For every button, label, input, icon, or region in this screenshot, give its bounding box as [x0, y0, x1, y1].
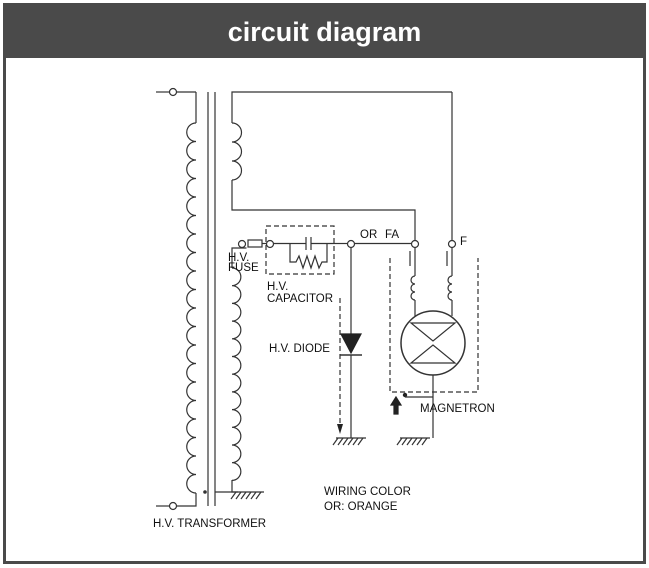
transformer-core: [207, 92, 216, 506]
hv-diode-label: H.V. DIODE: [269, 343, 330, 355]
primary-terminal-top: [168, 87, 178, 97]
hv-capacitor-label-2: CAPACITOR: [267, 293, 333, 305]
or-wire-label: OR: [360, 229, 377, 241]
primary-coil: [186, 122, 197, 494]
diagram-frame: circuit diagram: [3, 3, 646, 564]
hv-secondary-winding: [231, 247, 247, 493]
magnetron: [389, 92, 479, 438]
ground-transformer: [203, 490, 264, 500]
ground-diode: [332, 437, 366, 446]
hv-capacitor: [265, 225, 412, 275]
filament-winding: [231, 91, 452, 242]
hv-diode: [337, 247, 362, 438]
title-bar: circuit diagram: [6, 6, 643, 58]
page-title: circuit diagram: [227, 16, 422, 47]
wiring-color-label: WIRING COLOR: [324, 486, 411, 498]
wiring-color-legend: OR: ORANGE: [324, 501, 398, 513]
f-terminal-label: F: [460, 236, 467, 248]
primary-terminal-bottom: [168, 501, 178, 511]
ground-magnetron: [396, 437, 430, 446]
fa-terminal-label: FA: [385, 229, 399, 241]
hv-fuse-label-1: H.V.: [228, 252, 249, 264]
primary-winding: [156, 87, 197, 511]
hv-fuse-label-2: FUSE: [228, 262, 259, 274]
diagram-labels: H.V. FUSE H.V. CAPACITOR OR FA F H.V. DI…: [153, 229, 495, 530]
hv-fuse: [237, 239, 290, 249]
hv-transformer-label: H.V. TRANSFORMER: [153, 518, 266, 530]
filament-coil: [231, 122, 243, 181]
magnetron-label: MAGNETRON: [420, 403, 495, 415]
hv-secondary-coil: [231, 267, 242, 481]
hv-capacitor-label-1: H.V.: [267, 281, 288, 293]
